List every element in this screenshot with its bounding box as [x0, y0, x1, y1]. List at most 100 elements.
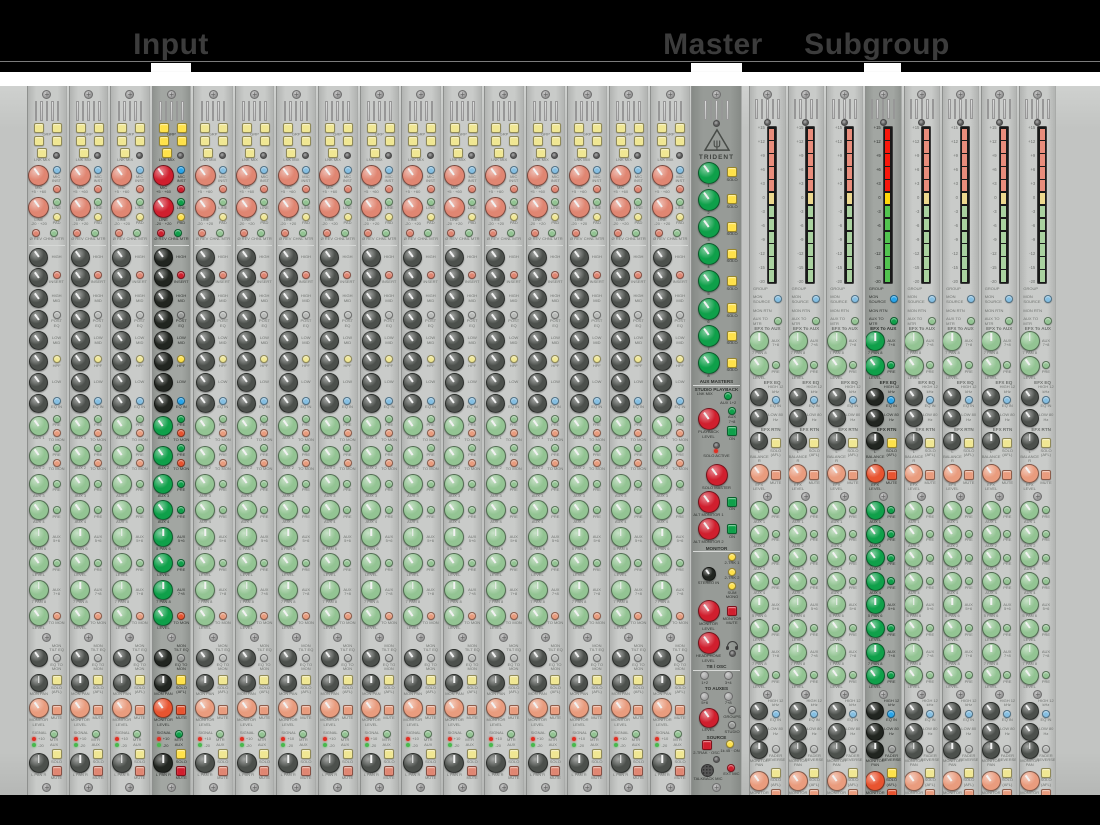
mute-button[interactable] [300, 705, 311, 716]
line-knob[interactable] [152, 196, 174, 218]
solo-button[interactable] [727, 357, 737, 368]
level-knob[interactable] [610, 553, 631, 574]
pre-button[interactable] [260, 444, 269, 453]
control-knob[interactable] [195, 372, 215, 392]
group-assign-2-button[interactable] [426, 122, 437, 133]
pre-button[interactable] [135, 414, 144, 423]
control-knob[interactable] [750, 701, 769, 720]
pre-button[interactable] [771, 529, 780, 538]
control-knob[interactable] [827, 409, 846, 428]
pre-button[interactable] [301, 444, 310, 453]
eq-in-button[interactable] [887, 395, 896, 404]
control-knob[interactable] [237, 331, 257, 351]
control-knob[interactable] [153, 247, 173, 267]
aux-to-mtr-button[interactable] [889, 317, 898, 325]
eq-in-button[interactable] [848, 709, 857, 718]
lnk-mix-button[interactable] [78, 147, 89, 158]
post-eq-button[interactable] [135, 310, 144, 319]
mon-pan-knob[interactable] [196, 673, 215, 692]
chnl-mtr-button[interactable] [382, 228, 391, 237]
solo-afl-button[interactable] [342, 675, 353, 686]
mute-button[interactable] [384, 705, 395, 716]
pre-button[interactable] [810, 506, 819, 515]
level-knob[interactable] [236, 606, 257, 627]
to-mon-button[interactable] [135, 612, 144, 621]
round-button[interactable] [728, 649, 736, 657]
post-eq-button[interactable] [509, 310, 518, 319]
aux-3-knob[interactable] [749, 548, 769, 568]
aux-2-knob[interactable] [28, 445, 49, 466]
control-knob[interactable] [444, 352, 464, 372]
mute-button[interactable] [425, 765, 436, 776]
control-knob[interactable] [361, 289, 381, 309]
mtr-aux-button[interactable] [631, 729, 640, 738]
to-mon-button[interactable] [592, 429, 601, 438]
solo-button[interactable] [550, 749, 561, 760]
monitor-level-knob[interactable] [749, 771, 770, 792]
5-pan-6-knob[interactable] [788, 595, 808, 615]
control-knob[interactable] [195, 268, 215, 288]
eq-to-mon-button[interactable] [301, 654, 310, 663]
insert-button[interactable] [426, 271, 435, 280]
groups-button[interactable] [728, 706, 736, 715]
aux-1-knob[interactable] [827, 501, 847, 521]
l-pan-r-knob[interactable] [652, 752, 673, 773]
eq-to-mon-button[interactable] [52, 654, 61, 663]
pre-button[interactable] [592, 444, 601, 453]
group-assign-4-button[interactable] [675, 135, 686, 146]
pad-button[interactable] [592, 212, 601, 221]
eq-to-mon-button[interactable] [509, 654, 518, 663]
control-knob[interactable] [569, 393, 589, 413]
line-knob[interactable] [485, 196, 507, 218]
efx-level-knob[interactable] [749, 463, 769, 483]
to-mon-button[interactable] [509, 612, 518, 621]
group-assign-1-button[interactable] [449, 122, 460, 133]
control-knob[interactable] [866, 409, 885, 428]
l-pan-r-knob[interactable] [402, 752, 423, 773]
line-button[interactable] [94, 197, 103, 206]
control-knob[interactable] [153, 289, 173, 309]
mute-button[interactable] [633, 705, 644, 716]
l-pan-r-knob[interactable] [70, 752, 91, 773]
7-pan-8-knob[interactable] [70, 579, 91, 600]
control-knob[interactable] [611, 393, 631, 413]
eq-in-button[interactable] [810, 395, 819, 404]
solo-afl-button[interactable] [847, 438, 858, 449]
mon-pan-knob[interactable] [154, 673, 173, 692]
mic-inst-button[interactable] [385, 166, 394, 175]
group-assign-1-button[interactable] [200, 122, 211, 133]
line-knob[interactable] [402, 196, 424, 218]
mute-button[interactable] [770, 788, 781, 795]
eq-in-button[interactable] [771, 395, 780, 404]
eq-in-button[interactable] [218, 396, 227, 405]
l-pan-r-knob[interactable] [111, 752, 132, 773]
group-assign-2-button[interactable] [301, 122, 312, 133]
lnk-mix-button[interactable] [120, 147, 131, 158]
aux-3-knob[interactable] [652, 473, 673, 494]
aux-1-knob[interactable] [402, 416, 423, 437]
mic-knob[interactable] [236, 164, 258, 186]
post-eq-button[interactable] [385, 310, 394, 319]
monitor-level-knob[interactable] [652, 698, 673, 719]
level-knob[interactable] [610, 606, 631, 627]
pre-button[interactable] [52, 506, 61, 515]
mic-inst-button[interactable] [218, 166, 227, 175]
eq-in-button[interactable] [426, 396, 435, 405]
7-pan-8-knob[interactable] [485, 579, 506, 600]
eq-to-mon-button[interactable] [385, 654, 394, 663]
level-knob[interactable] [652, 553, 673, 574]
control-knob[interactable] [652, 289, 672, 309]
l-pan-r-knob[interactable] [610, 752, 631, 773]
to-mon-button[interactable] [301, 458, 310, 467]
mute-button[interactable] [467, 705, 478, 716]
level-knob[interactable] [698, 708, 719, 729]
group-assign-4-button[interactable] [426, 135, 437, 146]
mute-button[interactable] [259, 705, 270, 716]
chnl-mtr-button[interactable] [49, 228, 58, 237]
aux-2-knob[interactable] [827, 524, 847, 544]
insert-button[interactable] [592, 271, 601, 280]
to-mon-button[interactable] [551, 612, 560, 621]
group-assign-2-button[interactable] [467, 122, 478, 133]
pad-button[interactable] [426, 212, 435, 221]
aux-1-knob[interactable] [361, 416, 382, 437]
